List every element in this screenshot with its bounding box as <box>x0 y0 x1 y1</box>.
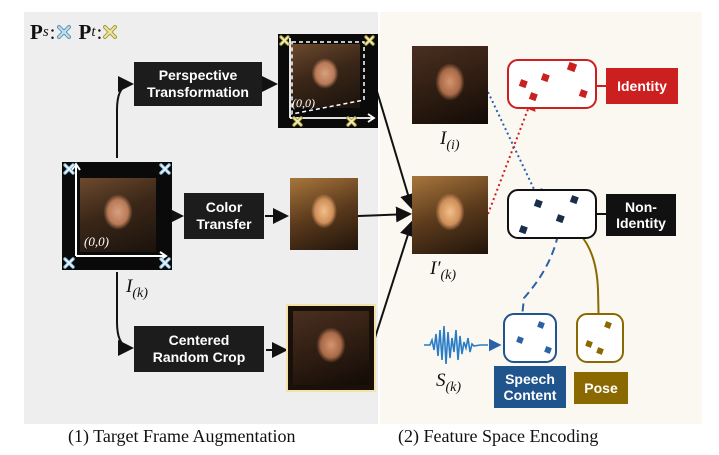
cropped-frame <box>286 304 376 392</box>
pt-marker-icon <box>103 25 118 39</box>
warped-origin-label: (0,0) <box>292 96 315 110</box>
non-identity-tag: Non- Identity <box>606 194 676 236</box>
legend-ps-symbol: P <box>30 19 43 44</box>
cropped-face-image <box>293 311 369 385</box>
perspective-transformation-box: Perspective Transformation <box>134 62 262 106</box>
color-transfer-box: Color Transfer <box>184 193 264 239</box>
color-transferred-frame <box>290 178 358 250</box>
identity-tag: Identity <box>606 68 678 104</box>
centered-random-crop-box: Centered Random Crop <box>134 326 264 372</box>
source-face-image <box>80 178 156 252</box>
warped-axes <box>279 35 376 127</box>
speech-content-tag: Speech Content <box>494 366 566 408</box>
source-frame: (0,0) <box>62 162 172 270</box>
sk-label: S(k) <box>436 370 462 395</box>
legend-ps-subscript: s <box>42 23 49 40</box>
identity-frame <box>412 46 488 124</box>
warped-face-image <box>290 44 360 108</box>
ps-marker-icon <box>56 25 71 39</box>
ik-label: I(k) <box>126 276 148 301</box>
source-axes <box>63 162 171 269</box>
legend-pt-symbol: P <box>78 19 92 44</box>
pose-tag: Pose <box>574 372 628 404</box>
ipk-label: I′(k) <box>430 258 457 283</box>
legend-pt-subscript: t <box>91 23 96 40</box>
ii-label: I(i) <box>440 128 460 153</box>
warped-frame: (0,0) <box>278 34 378 128</box>
left-caption: (1) Target Frame Augmentation <box>68 426 296 446</box>
right-caption: (2) Feature Space Encoding <box>398 426 599 446</box>
source-origin-label: (0,0) <box>84 234 109 249</box>
augmented-frame <box>412 176 488 254</box>
